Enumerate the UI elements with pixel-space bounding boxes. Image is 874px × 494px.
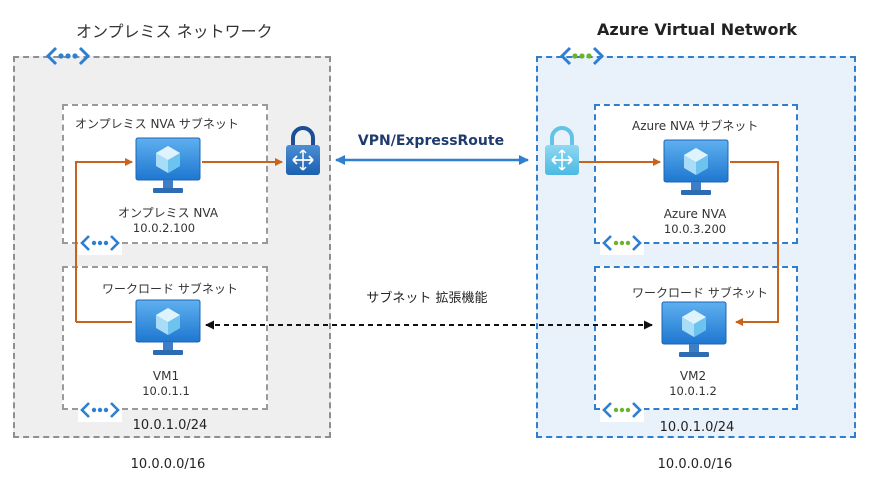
onprem-nva-subnet-label: オンプレミス NVA サブネット <box>75 117 239 131</box>
vm2-name: VM2 <box>679 369 707 383</box>
onprem-workload-subnet-label: ワークロード サブネット <box>102 282 238 296</box>
vnet-icon <box>78 398 122 422</box>
virtual-machine-icon <box>135 137 201 193</box>
azure-workload-cidr: 10.0.1.0/24 <box>659 420 735 435</box>
vm2-ip: 10.0.1.2 <box>669 384 717 398</box>
onprem-workload-cidr: 10.0.1.0/24 <box>132 418 208 433</box>
azure-nva-subnet-label: Azure NVA サブネット <box>632 119 759 133</box>
azure-network-cidr: 10.0.0.0/16 <box>657 457 733 472</box>
vpn-gateway-lock-icon <box>286 126 320 175</box>
vpn-gateway-lock-icon <box>545 126 579 175</box>
virtual-machine-icon <box>663 139 729 195</box>
onprem-network-cidr: 10.0.0.0/16 <box>130 457 206 472</box>
azure-vnet-title: Azure Virtual Network <box>597 20 797 39</box>
azure-route-arrow-nva-to-vm2 <box>730 161 779 326</box>
azure-workload-subnet-label: ワークロード サブネット <box>632 286 768 300</box>
vm1-ip: 10.0.1.1 <box>142 384 190 398</box>
vnet-icon <box>600 231 644 255</box>
azure-nva-name: Azure NVA <box>663 207 727 221</box>
virtual-machine-icon <box>661 301 727 357</box>
vm1-name: VM1 <box>152 369 180 383</box>
onprem-nva-name: オンプレミス NVA <box>117 206 219 220</box>
azure-nva-subnet <box>594 104 798 244</box>
subnet-extension-label: サブネット 拡張機能 <box>366 291 488 306</box>
vnet-icon <box>600 398 644 422</box>
vnet-icon <box>559 46 605 66</box>
onprem-nva-ip: 10.0.2.100 <box>132 221 196 235</box>
vnet-icon <box>45 46 91 66</box>
azure-nva-ip: 10.0.3.200 <box>663 222 727 236</box>
virtual-machine-icon <box>135 299 201 355</box>
vpn-expressroute-label: VPN/ExpressRoute <box>357 133 505 149</box>
vnet-icon <box>78 231 122 255</box>
onprem-network-title: オンプレミス ネットワーク <box>76 22 273 41</box>
onprem-route-arrow-vm1-to-nva <box>75 158 133 322</box>
